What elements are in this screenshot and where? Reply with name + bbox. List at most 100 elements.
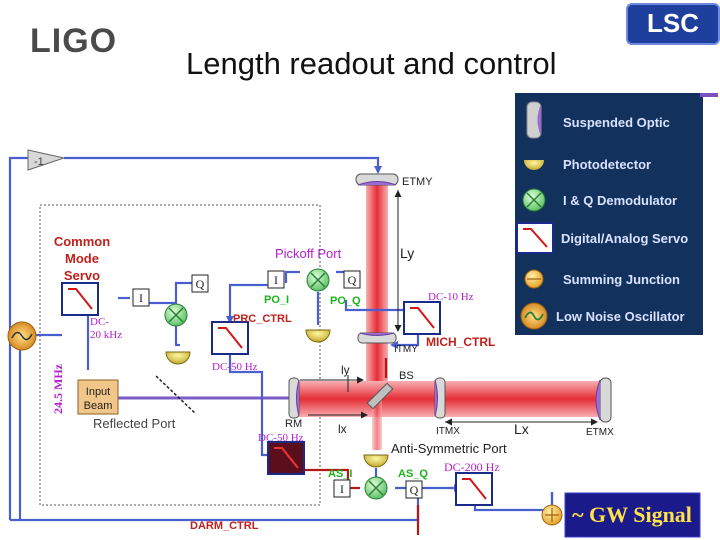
ligo-logo: LIGO xyxy=(30,22,118,60)
po-q-label: Q xyxy=(348,273,357,287)
as-dc50-label: DC-50 Hz xyxy=(258,432,304,444)
bs-label: BS xyxy=(399,370,414,382)
legend-summing-junction-icon xyxy=(524,269,544,289)
as-dc200-servo-icon xyxy=(455,472,493,506)
rm-mirror xyxy=(288,377,300,419)
po-i-to-prc xyxy=(226,283,268,324)
legend-label-photodetector: Photodetector xyxy=(563,157,651,172)
legend-label-oscillator: Low Noise Oscillator xyxy=(556,309,685,324)
input-beam-box xyxy=(77,379,119,415)
reflected-port-label: Reflected Port xyxy=(93,416,176,431)
y-arm-beam xyxy=(366,185,388,397)
dc-10hz-label: DC-10 Hz xyxy=(428,291,474,303)
darm-feedback-top xyxy=(64,156,382,174)
oscillator-icon xyxy=(7,321,37,351)
lsc-logo: LSC xyxy=(626,3,720,45)
refl-demodulator-icon xyxy=(164,303,188,327)
as-port-beam xyxy=(372,400,382,450)
prc-servo-icon xyxy=(211,321,249,355)
po-i-label: I xyxy=(274,273,278,287)
itmx-label: ITMX xyxy=(436,426,460,437)
ly-small-label: ly xyxy=(341,363,350,377)
as-dc50-servo-icon xyxy=(267,441,305,475)
po-q-to-mich xyxy=(344,300,408,312)
summing-junction-icon xyxy=(541,504,563,526)
x-arm-beam xyxy=(298,381,603,417)
cm-servo-label-3: Servo xyxy=(64,268,100,283)
pickoff-port-label: Pickoff Port xyxy=(275,246,342,261)
dashed-outline xyxy=(39,204,321,506)
etmx-mirror xyxy=(595,377,612,423)
gw-signal-box xyxy=(564,492,701,538)
po-i-line xyxy=(284,270,300,283)
po-i-box xyxy=(267,270,285,289)
etmy-mirror xyxy=(355,173,399,186)
po-i-signal-label: PO_I xyxy=(264,294,289,306)
anti-symmetric-port-label: Anti-Symmetric Port xyxy=(391,441,507,456)
refl-i-label: I xyxy=(139,291,143,305)
legend-suspended-optic-icon xyxy=(526,101,542,139)
refl-i-box xyxy=(132,288,150,307)
itmy-mirror xyxy=(357,332,397,344)
lx-small-label: lx xyxy=(338,422,347,436)
gw-signal-label: ~ GW Signal xyxy=(572,502,692,527)
dc-200hz-label: DC-200 Hz xyxy=(444,460,500,474)
refl-q-box xyxy=(191,274,209,293)
as-q-box xyxy=(405,480,423,499)
darm-feedback-left xyxy=(8,156,28,520)
legend-photodetector-icon xyxy=(524,160,544,170)
mich-ctrl-label: MICH_CTRL xyxy=(426,335,495,349)
legend-label-suspended-optic: Suspended Optic xyxy=(563,115,670,130)
as-photodetector-icon xyxy=(363,454,389,468)
legend-label-servo: Digital/Analog Servo xyxy=(561,231,688,246)
etmy-label: ETMY xyxy=(402,176,433,188)
refl-q-label: Q xyxy=(196,277,205,291)
legend-label-iq-demodulator: I & Q Demodulator xyxy=(563,193,677,208)
ly-label: Ly xyxy=(400,245,414,261)
prc-to-rm xyxy=(228,350,272,457)
as-i-label: I xyxy=(340,482,344,496)
as-demodulator-icon xyxy=(364,476,388,500)
input-beam-label-1: Input xyxy=(86,386,110,398)
inverter-label: -1 xyxy=(34,156,44,168)
dc-50hz-label: DC-50 Hz xyxy=(212,361,258,373)
mich-to-itmy xyxy=(390,335,420,349)
slide-title: Length readout and control xyxy=(186,46,557,81)
prc-ctrl-label: PRC_CTRL xyxy=(233,313,292,325)
legend-iq-demodulator-icon xyxy=(522,188,546,212)
itmx-mirror xyxy=(434,377,446,419)
inverter-icon xyxy=(27,149,66,171)
po-q-box xyxy=(343,270,361,289)
common-mode-servo-icon xyxy=(61,282,99,316)
rm-label: RM xyxy=(285,418,302,430)
as-i-signal-label: AS_I xyxy=(328,468,352,480)
po-q-signal-label: PO_Q xyxy=(330,295,361,307)
dc-20khz-label-1: DC- xyxy=(90,316,109,328)
etmx-label: ETMX xyxy=(586,427,614,438)
as-q-label: Q xyxy=(410,483,419,497)
darm-ctrl-label: DARM_CTRL xyxy=(190,520,259,532)
legend-label-summing-junction: Summing Junction xyxy=(563,272,680,287)
input-beam-label-2: Beam xyxy=(84,400,113,412)
itmy-label: ITMY xyxy=(394,344,418,355)
legend-panel xyxy=(515,93,703,335)
cm-servo-label-1: Common xyxy=(54,234,110,249)
legend-accent xyxy=(700,93,718,97)
cm-servo-label-2: Mode xyxy=(65,251,99,266)
po-photodetector-icon xyxy=(305,329,331,343)
lx-label: Lx xyxy=(514,421,529,437)
reflected-beam-dashed xyxy=(155,375,197,415)
mich-servo-icon xyxy=(403,301,441,335)
darm-feedback-bottom xyxy=(10,500,420,522)
as-q-signal-label: AS_Q xyxy=(398,468,428,480)
po-demodulator-icon xyxy=(306,268,330,292)
beam-splitter xyxy=(366,382,394,410)
refl-q-line xyxy=(174,281,194,300)
legend-servo-icon xyxy=(516,222,554,254)
dc-20khz-label-2: 20 kHz xyxy=(90,329,122,341)
refl-photodetector-icon xyxy=(165,351,191,365)
legend-oscillator-icon xyxy=(520,302,548,330)
as-i-box xyxy=(333,479,351,498)
